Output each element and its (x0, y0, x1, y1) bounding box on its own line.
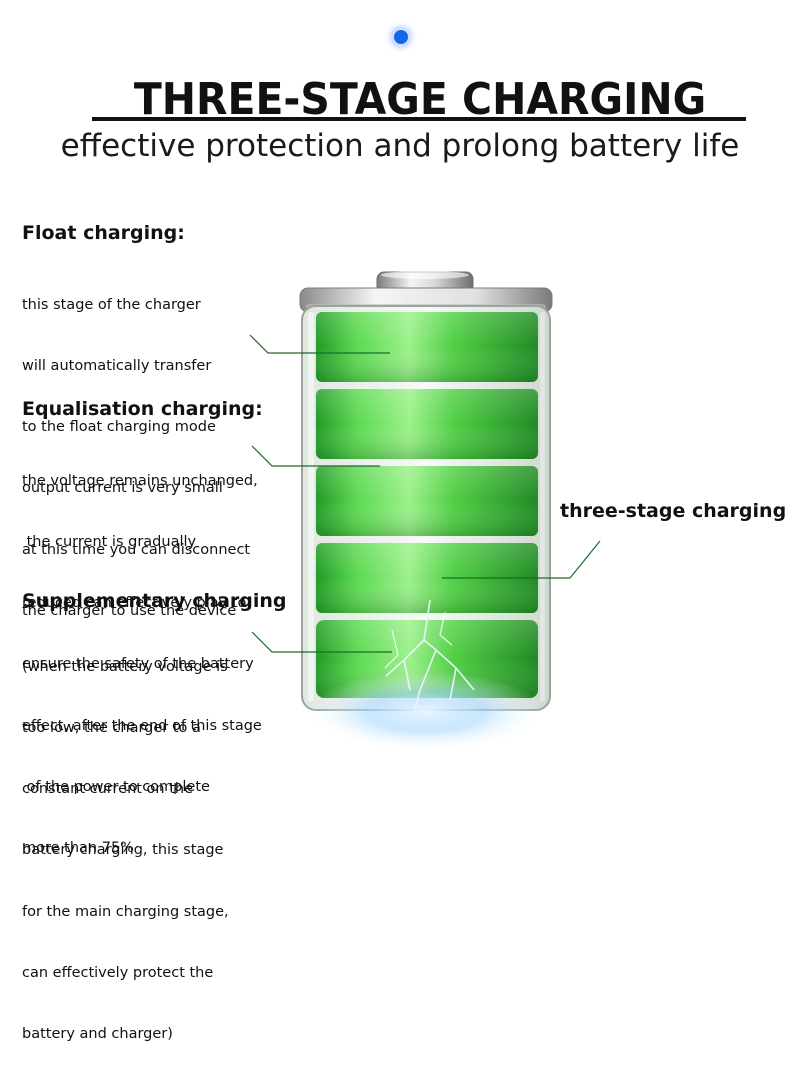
text-line: ensure the safety of the battery (22, 656, 254, 673)
supplementary-charging-title: Supplementary charging (22, 590, 287, 612)
status-dot-icon (394, 30, 408, 44)
text-line: too low, the charger to a (22, 720, 201, 737)
text-line: this stage of the charger (22, 296, 201, 313)
page-subtitle: effective protection and prolong battery… (60, 128, 740, 164)
text-line: output current is very small (22, 480, 223, 497)
text-line: constant current on the (22, 781, 194, 798)
text-line: at this time you can disconnect (22, 541, 251, 558)
float-leader-line (249, 334, 390, 354)
text-line: the voltage remains unchanged, (22, 472, 258, 489)
battery-cells (316, 312, 538, 698)
battery-illustration (249, 271, 601, 752)
leader-lines (249, 334, 601, 653)
float-charging-text: this stage of the charger will automatic… (22, 254, 250, 642)
three-stage-label: three-stage charging (560, 500, 787, 522)
text-line: battery charging, this stage (22, 842, 224, 859)
text-line: (when the battery voltage is (22, 658, 228, 675)
text-line: of the power to complete (22, 778, 210, 795)
text-line: will automatically transfer (22, 358, 212, 375)
equalisation-charging-text: the voltage remains unchanged, the curre… (22, 430, 262, 879)
text-line: reduced can effectively play to (22, 595, 247, 612)
page-title: THREE-STAGE CHARGING (133, 74, 707, 125)
text-line: the current is gradually (22, 534, 197, 551)
float-charging-title: Float charging: (22, 222, 185, 244)
equalisation-charging-title: Equalisation charging: (22, 398, 263, 420)
text-line: effect, after the end of this stage (22, 717, 262, 734)
equalisation-leader-line (251, 445, 380, 467)
electric-spark-icon (305, 599, 545, 752)
three-stage-leader-line (442, 540, 601, 579)
text-line: for the main charging stage, (22, 903, 229, 920)
title-underline (92, 117, 746, 121)
text-line: battery and charger) (22, 1026, 173, 1043)
text-line: to the float charging mode (22, 419, 216, 436)
supplementary-leader-line (251, 631, 392, 653)
text-line: can effectively protect the (22, 964, 214, 981)
text-line: the charger to use the device (22, 602, 237, 619)
